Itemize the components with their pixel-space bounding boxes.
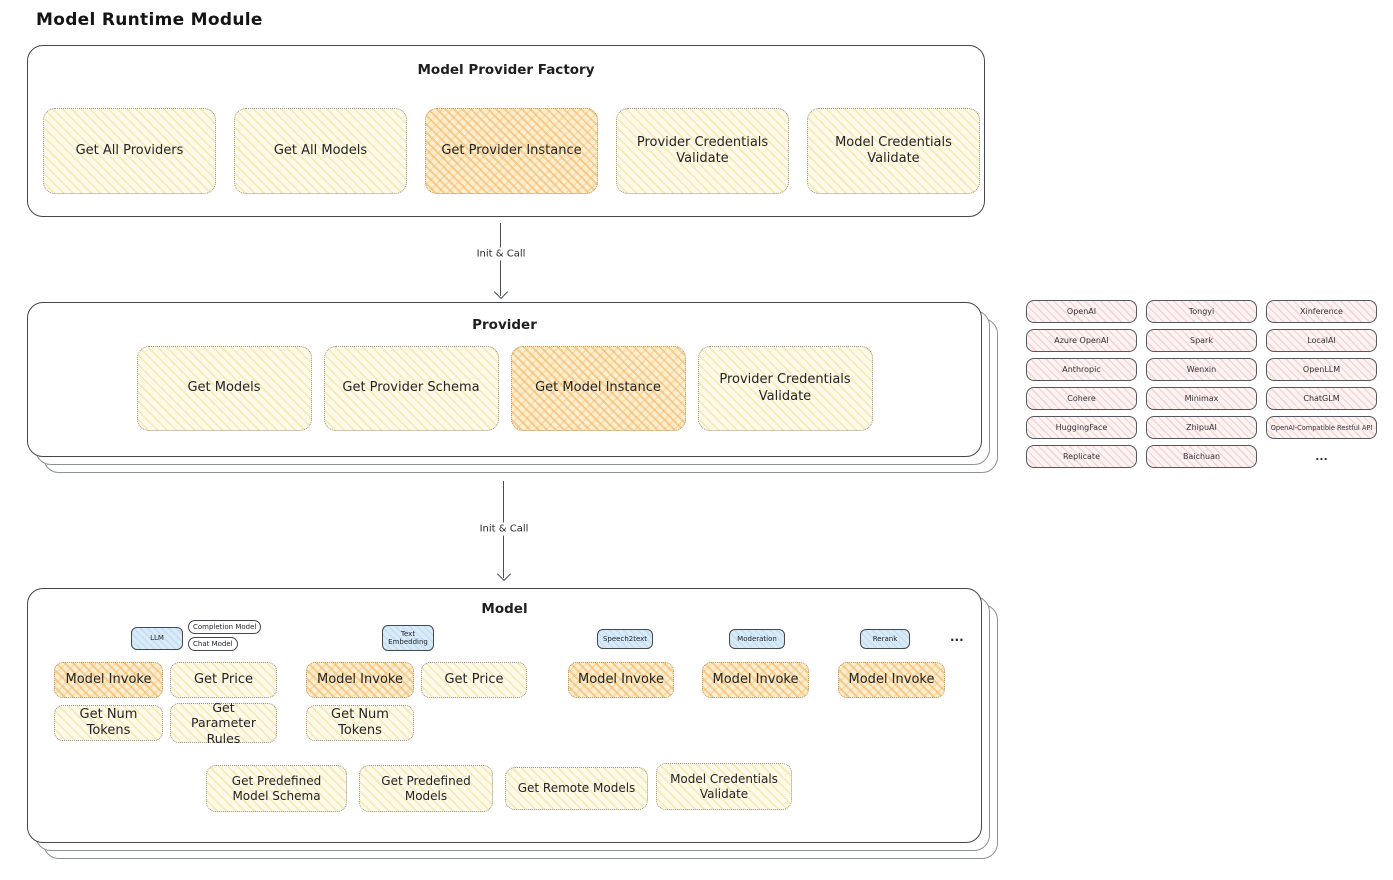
provider-item-openllm: OpenLLM	[1266, 358, 1377, 381]
model-title: Model	[481, 601, 528, 617]
model-node-embedding-get-num-tokens: Get Num Tokens	[306, 705, 414, 741]
provider-item-openai-compatible: OpenAI-Compatible Restful API	[1266, 416, 1377, 439]
tag-moderation: Moderation	[729, 629, 785, 649]
provider-node-get-model-instance: Get Model Instance	[510, 346, 686, 431]
tag-llm: LLM	[131, 627, 183, 650]
model-node-model-credentials-validate: Model Credentials Validate	[656, 763, 792, 810]
factory-node-get-all-providers: Get All Providers	[43, 108, 216, 194]
tag-chat-model: Chat Model	[188, 637, 238, 651]
tag-speech2text: Speech2text	[597, 629, 653, 649]
model-node-embedding-invoke: Model Invoke	[306, 662, 414, 698]
provider-item-chatglm: ChatGLM	[1266, 387, 1377, 410]
tag-completion-model: Completion Model	[188, 620, 262, 634]
factory-node-provider-credentials-validate: Provider Credentials Validate	[616, 108, 789, 194]
tag-more: ...	[950, 630, 964, 644]
model-node-embedding-get-price: Get Price	[421, 662, 527, 698]
arrow-factory-to-provider: Init & Call	[471, 223, 531, 296]
model-node-llm-get-price: Get Price	[170, 662, 277, 698]
factory-node-model-credentials-validate: Model Credentials Validate	[807, 108, 980, 194]
model-node-get-remote-models: Get Remote Models	[505, 767, 648, 810]
factory-node-row: Get All Providers Get All Models Get Pro…	[43, 108, 980, 194]
provider-item-minimax: Minimax	[1146, 387, 1257, 410]
factory-title: Model Provider Factory	[417, 62, 595, 78]
diagram-title: Model Runtime Module	[36, 10, 263, 30]
provider-item-huggingface: HuggingFace	[1026, 416, 1137, 439]
provider-item-xinference: Xinference	[1266, 300, 1377, 323]
provider-item-more: ...	[1315, 450, 1328, 463]
provider-item-spark: Spark	[1146, 329, 1257, 352]
provider-item-anthropic: Anthropic	[1026, 358, 1137, 381]
model-node-moderation-invoke: Model Invoke	[702, 662, 809, 698]
factory-node-get-provider-instance: Get Provider Instance	[425, 108, 598, 194]
model-card: Model LLM Completion Model Chat Model Te…	[27, 588, 982, 843]
model-node-llm-get-num-tokens: Get Num Tokens	[54, 705, 163, 741]
tag-text-embedding: Text Embedding	[382, 625, 434, 651]
provider-item-tongyi: Tongyi	[1146, 300, 1257, 323]
provider-item-cohere: Cohere	[1026, 387, 1137, 410]
model-node-get-predefined-models: Get Predefined Models	[359, 765, 493, 812]
provider-item-azure-openai: Azure OpenAI	[1026, 329, 1137, 352]
model-node-rerank-invoke: Model Invoke	[838, 662, 945, 698]
arrow-label-init-call-top: Init & Call	[471, 247, 531, 261]
provider-item-zhipuai: ZhipuAI	[1146, 416, 1257, 439]
provider-item-localai: LocalAI	[1266, 329, 1377, 352]
tag-rerank: Rerank	[860, 629, 910, 649]
model-stack: Model LLM Completion Model Chat Model Te…	[27, 588, 998, 859]
provider-node-get-provider-schema: Get Provider Schema	[323, 346, 499, 431]
model-node-get-predefined-model-schema: Get Predefined Model Schema	[206, 765, 347, 812]
provider-item-openai: OpenAI	[1026, 300, 1137, 323]
model-node-speech2text-invoke: Model Invoke	[568, 662, 674, 698]
provider-node-provider-credentials-validate: Provider Credentials Validate	[697, 346, 873, 431]
provider-stack: Provider Get Models Get Provider Schema …	[27, 302, 998, 473]
provider-list: OpenAI Tongyi Xinference Azure OpenAI Sp…	[1026, 300, 1377, 468]
model-node-llm-invoke: Model Invoke	[54, 662, 163, 698]
provider-node-get-models: Get Models	[136, 346, 312, 431]
provider-title: Provider	[472, 317, 537, 333]
arrow-provider-to-model: Init & Call	[474, 481, 534, 578]
provider-item-baichuan: Baichuan	[1146, 445, 1257, 468]
provider-card: Provider Get Models Get Provider Schema …	[27, 302, 982, 457]
provider-item-replicate: Replicate	[1026, 445, 1137, 468]
provider-item-wenxin: Wenxin	[1146, 358, 1257, 381]
factory-node-get-all-models: Get All Models	[234, 108, 407, 194]
provider-node-row: Get Models Get Provider Schema Get Model…	[28, 346, 981, 431]
model-node-llm-get-parameter-rules: Get Parameter Rules	[170, 700, 277, 746]
arrow-label-init-call-bottom: Init & Call	[474, 522, 534, 536]
factory-card: Model Provider Factory Get All Providers…	[27, 45, 985, 217]
